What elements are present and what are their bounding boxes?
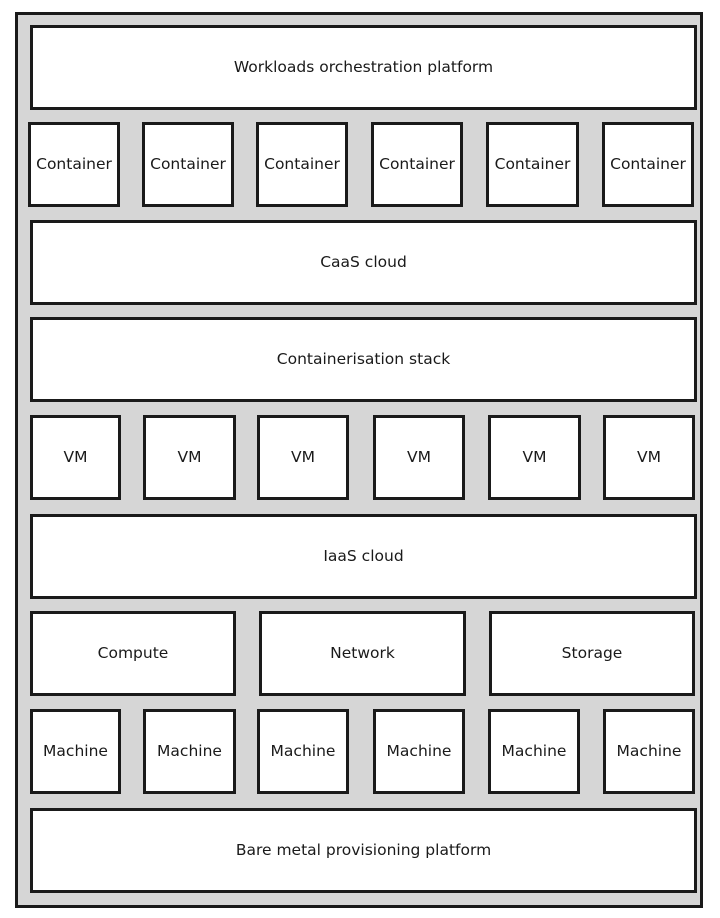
machine-label: Machine (386, 741, 452, 760)
vm-label: VM (177, 447, 202, 466)
storage-box: Storage (489, 611, 695, 696)
machine-label: Machine (270, 741, 336, 760)
container-label: Container (494, 154, 571, 173)
vm-box-5: VM (488, 415, 581, 500)
workloads-orchestration-platform-label: Workloads orchestration platform (233, 57, 494, 76)
container-label: Container (150, 154, 226, 173)
vm-box-2: VM (143, 415, 236, 500)
compute-box: Compute (30, 611, 236, 696)
vm-label: VM (637, 447, 661, 466)
container-box-1: Container (28, 122, 120, 207)
network-box: Network (259, 611, 466, 696)
iaas-cloud-box: IaaS cloud (30, 514, 697, 599)
machine-box-3: Machine (257, 709, 349, 794)
containerisation-stack-label: Containerisation stack (276, 349, 451, 368)
caas-cloud-box: CaaS cloud (30, 220, 697, 305)
vm-box-4: VM (373, 415, 465, 500)
containerisation-stack-box: Containerisation stack (30, 317, 697, 402)
container-label: Container (264, 154, 340, 173)
container-label: Container (610, 154, 686, 173)
iaas-cloud-label: IaaS cloud (323, 546, 404, 565)
vm-box-3: VM (257, 415, 349, 500)
workloads-orchestration-platform-box: Workloads orchestration platform (30, 25, 697, 110)
vm-box-6: VM (603, 415, 695, 500)
container-box-4: Container (371, 122, 463, 207)
stack-diagram-frame: Workloads orchestration platform Contain… (15, 12, 703, 908)
machine-box-5: Machine (488, 709, 580, 794)
container-box-6: Container (602, 122, 694, 207)
container-label: Container (36, 154, 112, 173)
machine-label: Machine (157, 741, 222, 760)
machine-box-6: Machine (603, 709, 695, 794)
vm-label: VM (291, 447, 315, 466)
machine-label: Machine (43, 741, 108, 760)
machine-label: Machine (501, 741, 567, 760)
machine-label: Machine (616, 741, 682, 760)
vm-label: VM (63, 447, 88, 466)
caas-cloud-label: CaaS cloud (320, 252, 407, 271)
container-box-5: Container (486, 122, 579, 207)
container-label: Container (379, 154, 455, 173)
vm-label: VM (522, 447, 547, 466)
container-box-2: Container (142, 122, 234, 207)
compute-label: Compute (97, 643, 169, 662)
vm-box-1: VM (30, 415, 121, 500)
machine-box-1: Machine (30, 709, 121, 794)
container-box-3: Container (256, 122, 348, 207)
bare-metal-provisioning-platform-box: Bare metal provisioning platform (30, 808, 697, 893)
machine-box-4: Machine (373, 709, 465, 794)
network-label: Network (330, 643, 395, 662)
bare-metal-provisioning-platform-label: Bare metal provisioning platform (235, 840, 492, 859)
storage-label: Storage (561, 643, 623, 662)
machine-box-2: Machine (143, 709, 236, 794)
vm-label: VM (407, 447, 431, 466)
